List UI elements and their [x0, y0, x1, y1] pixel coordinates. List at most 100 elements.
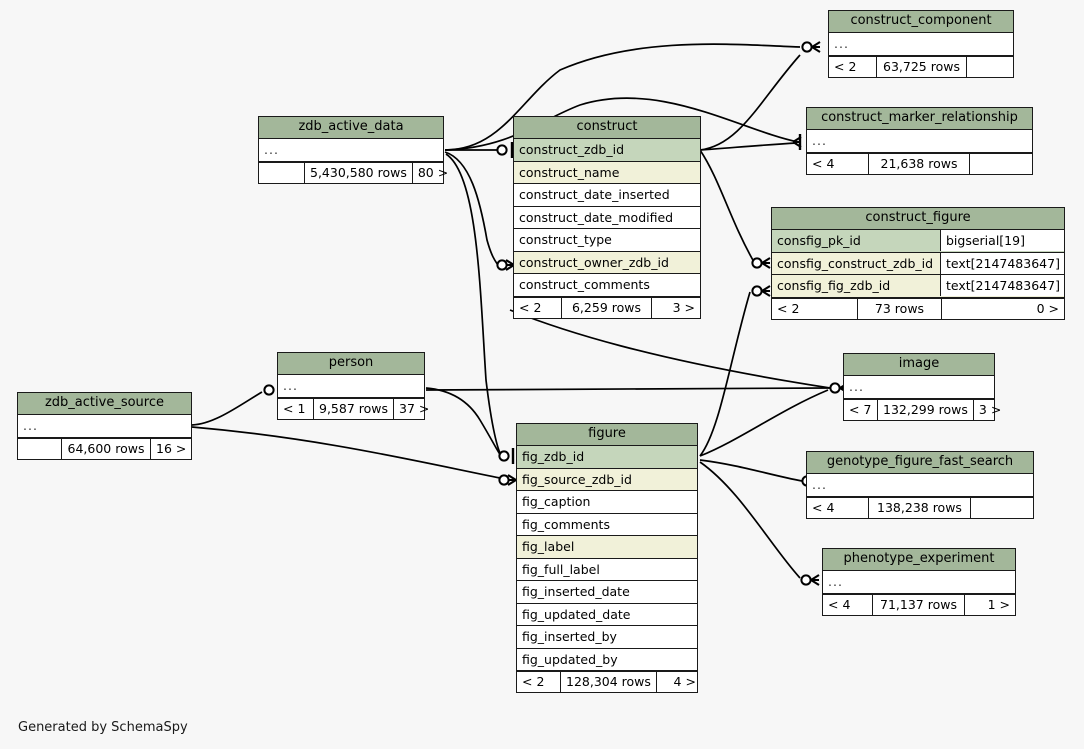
table-image[interactable]: image ... < 7 132,299 rows 3 > [843, 353, 1001, 421]
table-footer: < 4 21,638 rows [807, 152, 1032, 174]
column-fig-updated-by: fig_updated_by [517, 648, 697, 671]
table-title: zdb_active_source [18, 393, 191, 415]
table-footer: < 2 6,259 rows 3 > [514, 296, 700, 318]
table-row: ... [18, 415, 191, 438]
column-name: fig_updated_by [522, 651, 618, 667]
row-ellipsis: ... [828, 574, 843, 590]
table-footer: 64,600 rows 16 > [18, 437, 191, 459]
column-consfig-pk-id: consfig_pk_id bigserial[19] [772, 230, 1064, 253]
table-title: figure [517, 424, 697, 446]
column-fig-caption: fig_caption [517, 491, 697, 514]
table-construct[interactable]: construct construct_zdb_id construct_nam… [513, 116, 701, 319]
table-construct-component[interactable]: construct_component ... < 2 63,725 rows [828, 10, 1014, 78]
row-ellipsis: ... [834, 36, 849, 52]
footer-left: < 2 [829, 56, 877, 77]
table-row: ... [807, 474, 1033, 497]
row-ellipsis: ... [23, 418, 38, 434]
column-fig-updated-date: fig_updated_date [517, 603, 697, 626]
table-row: ... [829, 33, 1013, 56]
row-ellipsis: ... [849, 379, 864, 395]
footer-left: < 4 [823, 594, 873, 615]
footer-right [967, 57, 1013, 77]
footer-rows: 5,430,580 rows [305, 162, 413, 183]
table-zdb-active-data[interactable]: zdb_active_data ... 5,430,580 rows 80 > [258, 116, 448, 184]
column-name: construct_owner_zdb_id [519, 254, 669, 270]
footer-left [259, 162, 305, 183]
footer-right: 3 > [978, 401, 1002, 417]
footer-rows: 73 rows [858, 298, 942, 319]
column-name: consfig_fig_zdb_id [777, 278, 891, 294]
column-name: fig_caption [522, 494, 591, 510]
table-row: ... [807, 130, 1032, 153]
column-fig-full-label: fig_full_label [517, 558, 697, 581]
footer-left: < 2 [517, 672, 561, 692]
table-genotype-figure-fast-search[interactable]: genotype_figure_fast_search ... < 4 138,… [806, 451, 1034, 519]
footer-right: 4 > [673, 674, 696, 689]
table-footer: < 1 9,587 rows 37 > [278, 397, 429, 419]
footer-rows: 9,587 rows [314, 398, 395, 419]
table-footer: < 4 138,238 rows [807, 496, 1033, 518]
footer-rows: 6,259 rows [562, 297, 652, 318]
table-row: ... [259, 139, 443, 162]
footer-right: 37 > [399, 400, 430, 416]
table-title: phenotype_experiment [823, 549, 1015, 571]
table-footer: < 7 132,299 rows 3 > [844, 398, 1001, 420]
footer-left: < 7 [844, 399, 878, 420]
column-name: construct_date_modified [519, 209, 674, 225]
table-row: ... [823, 571, 1015, 594]
table-footer: < 2 63,725 rows [829, 55, 1013, 77]
column-name: fig_label [522, 539, 575, 555]
footer-rows: 21,638 rows [869, 153, 970, 174]
footer-rows: 138,238 rows [869, 497, 971, 518]
table-construct-marker-relationship[interactable]: construct_marker_relationship ... < 4 21… [806, 107, 1033, 175]
row-ellipsis: ... [283, 378, 298, 394]
footer-left: < 1 [278, 398, 314, 419]
footer-right: 3 > [672, 299, 695, 315]
table-row: ... [844, 376, 994, 399]
column-name: fig_inserted_date [522, 584, 630, 600]
column-type: text[2147483647] [940, 252, 1064, 274]
table-person[interactable]: person ... < 1 9,587 rows 37 > [277, 352, 429, 420]
table-zdb-active-source[interactable]: zdb_active_source ... 64,600 rows 16 > [17, 392, 192, 460]
table-phenotype-experiment[interactable]: phenotype_experiment ... < 4 71,137 rows… [822, 548, 1016, 616]
footer-left: < 4 [807, 497, 869, 518]
row-ellipsis: ... [812, 477, 827, 493]
column-consfig-fig-zdb-id: consfig_fig_zdb_id text[2147483647] [772, 275, 1064, 298]
footer-rows: 64,600 rows [62, 438, 151, 459]
table-footer: < 2 73 rows 0 > [772, 297, 1064, 319]
table-footer: 5,430,580 rows 80 > [259, 161, 448, 183]
column-construct-owner-zdb-id: construct_owner_zdb_id [514, 251, 700, 274]
column-fig-comments: fig_comments [517, 513, 697, 536]
column-consfig-construct-zdb-id: consfig_construct_zdb_id text[2147483647… [772, 252, 1064, 275]
column-name: fig_full_label [522, 561, 600, 577]
column-name: fig_updated_date [522, 606, 631, 622]
footer-rows: 63,725 rows [877, 56, 967, 77]
column-name: fig_inserted_by [522, 629, 617, 645]
footer-right [971, 498, 1033, 518]
footer-left: < 2 [514, 297, 562, 318]
table-title: person [278, 353, 424, 375]
column-name: fig_zdb_id [522, 449, 585, 465]
footer-right: 1 > [987, 596, 1010, 612]
column-fig-inserted-by: fig_inserted_by [517, 626, 697, 649]
table-title: genotype_figure_fast_search [807, 452, 1033, 474]
table-title: construct_marker_relationship [807, 108, 1032, 130]
table-title: construct_figure [772, 208, 1064, 230]
footer-rows: 132,299 rows [878, 399, 974, 420]
footer-right: 0 > [1036, 300, 1059, 316]
column-construct-comments: construct_comments [514, 274, 700, 297]
footer-right: 80 > [417, 164, 449, 180]
table-construct-figure[interactable]: construct_figure consfig_pk_id bigserial… [771, 207, 1065, 320]
column-fig-source-zdb-id: fig_source_zdb_id [517, 468, 697, 491]
table-figure[interactable]: figure fig_zdb_id fig_source_zdb_id fig_… [516, 423, 698, 693]
column-type: bigserial[19] [940, 230, 1064, 252]
footer-right: 16 > [156, 440, 187, 456]
table-title: construct_component [829, 11, 1013, 33]
column-name: construct_comments [519, 277, 650, 293]
column-name: construct_type [519, 232, 612, 248]
footer-rows: 71,137 rows [873, 594, 965, 615]
footer-right [970, 154, 1032, 174]
column-name: fig_source_zdb_id [522, 471, 632, 487]
column-name: construct_name [519, 164, 620, 180]
